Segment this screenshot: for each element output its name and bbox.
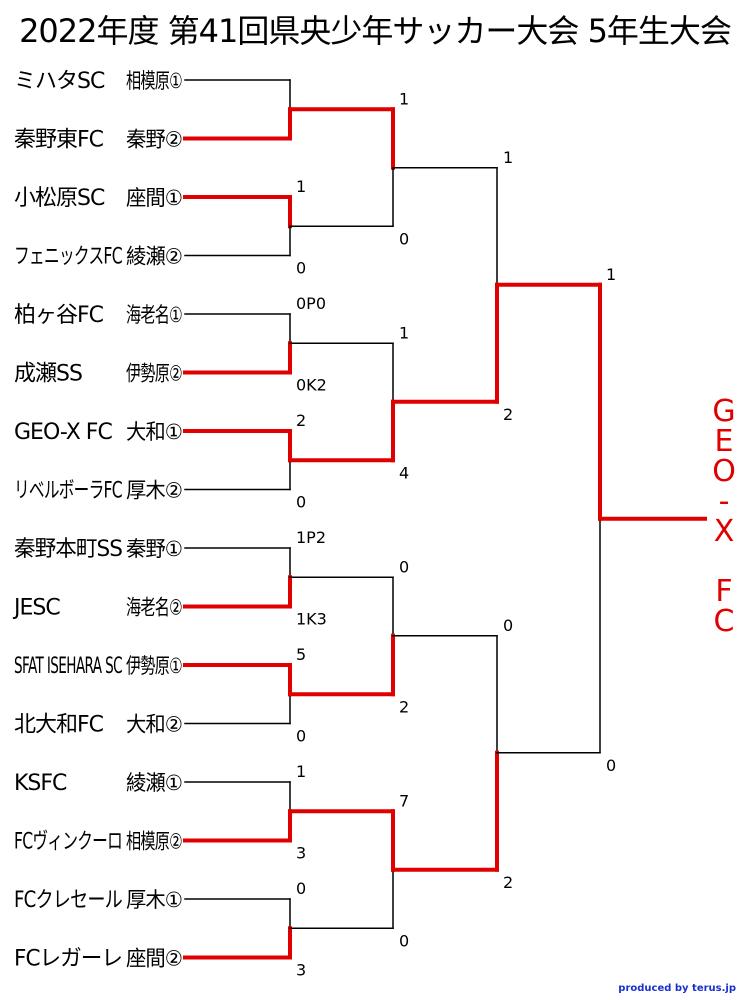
team-area: 綾瀬② xyxy=(126,245,182,269)
team-area: 座間② xyxy=(126,947,182,971)
team-area: 大和① xyxy=(126,420,182,444)
team-area: 相模原② xyxy=(126,830,182,854)
match-score: 1 xyxy=(399,89,409,108)
champion-letter: - xyxy=(719,484,730,519)
team-name: 柏ヶ谷FC xyxy=(14,303,104,328)
match-score: 2 xyxy=(503,873,513,892)
champion-letter: G xyxy=(712,394,735,429)
champion-letter: X xyxy=(714,514,735,549)
match-score: 0 xyxy=(606,756,616,775)
team-area: 大和② xyxy=(126,713,182,737)
match-score: 7 xyxy=(399,791,409,810)
match-score: 1K3 xyxy=(296,610,327,629)
team-name: リベルボーラFC xyxy=(14,479,122,504)
team-name: SFAT ISEHARA SC xyxy=(14,654,122,679)
team-name: 成瀬SS xyxy=(14,362,82,387)
match-score: 0 xyxy=(399,229,409,248)
team-area: 厚木② xyxy=(126,479,182,503)
page-title: 2022年度 第41回県央少年サッカー大会 5年生大会 xyxy=(19,12,732,50)
team-area: 海老名② xyxy=(126,596,182,620)
team-name: JESC xyxy=(12,596,60,621)
match-score: 0 xyxy=(399,931,409,950)
match-score: 0 xyxy=(503,616,513,635)
match-score: 2 xyxy=(503,405,513,424)
team-area: 海老名① xyxy=(126,303,182,327)
match-score: 1 xyxy=(503,148,513,167)
match-score: 0 xyxy=(296,493,306,512)
match-score: 2 xyxy=(399,697,409,716)
match-score: 3 xyxy=(296,844,306,863)
team-area: 秦野② xyxy=(126,128,182,152)
team-name: FCクレセール xyxy=(14,888,122,913)
team-area: 伊勢原① xyxy=(126,654,182,678)
team-name: FCレガーレ xyxy=(14,947,122,972)
match-score: 5 xyxy=(296,645,306,664)
match-score: 1 xyxy=(606,265,616,284)
team-name: KSFC xyxy=(14,771,67,796)
team-area: 厚木① xyxy=(126,888,182,912)
champion-letter: F xyxy=(715,574,732,609)
match-score: 0 xyxy=(399,557,409,576)
team-name: ミハタSC xyxy=(14,69,105,94)
match-score: 4 xyxy=(399,463,409,482)
team-area: 秦野① xyxy=(126,537,182,561)
team-name: 北大和FC xyxy=(14,713,104,738)
team-area: 座間① xyxy=(126,186,182,210)
team-area: 綾瀬① xyxy=(126,771,182,795)
match-score: 1 xyxy=(399,323,409,342)
match-score: 0P0 xyxy=(296,294,326,313)
match-score: 2 xyxy=(296,411,306,430)
champion-letter: C xyxy=(714,604,735,639)
match-score: 0 xyxy=(296,259,306,278)
match-score: 0 xyxy=(296,727,306,746)
team-area: 相模原① xyxy=(126,69,182,93)
team-area: 伊勢原② xyxy=(126,362,182,386)
credit-text: produced by terus.jp xyxy=(618,983,736,994)
match-score: 1 xyxy=(296,762,306,781)
team-name: 秦野本町SS xyxy=(14,537,122,562)
match-score: 0 xyxy=(296,879,306,898)
match-score: 1P2 xyxy=(296,528,326,547)
match-score: 0K2 xyxy=(296,376,327,395)
champion-letter: O xyxy=(712,454,736,489)
team-name: 秦野東FC xyxy=(14,128,104,153)
match-score: 3 xyxy=(296,961,306,980)
champion-letter: E xyxy=(715,424,734,459)
team-name: フェニックスFC xyxy=(14,245,122,270)
match-score: 1 xyxy=(296,177,306,196)
team-name: FCヴィンクーロ xyxy=(14,830,122,855)
team-name: 小松原SC xyxy=(14,186,105,211)
team-name: GEO-X FC xyxy=(14,420,112,445)
